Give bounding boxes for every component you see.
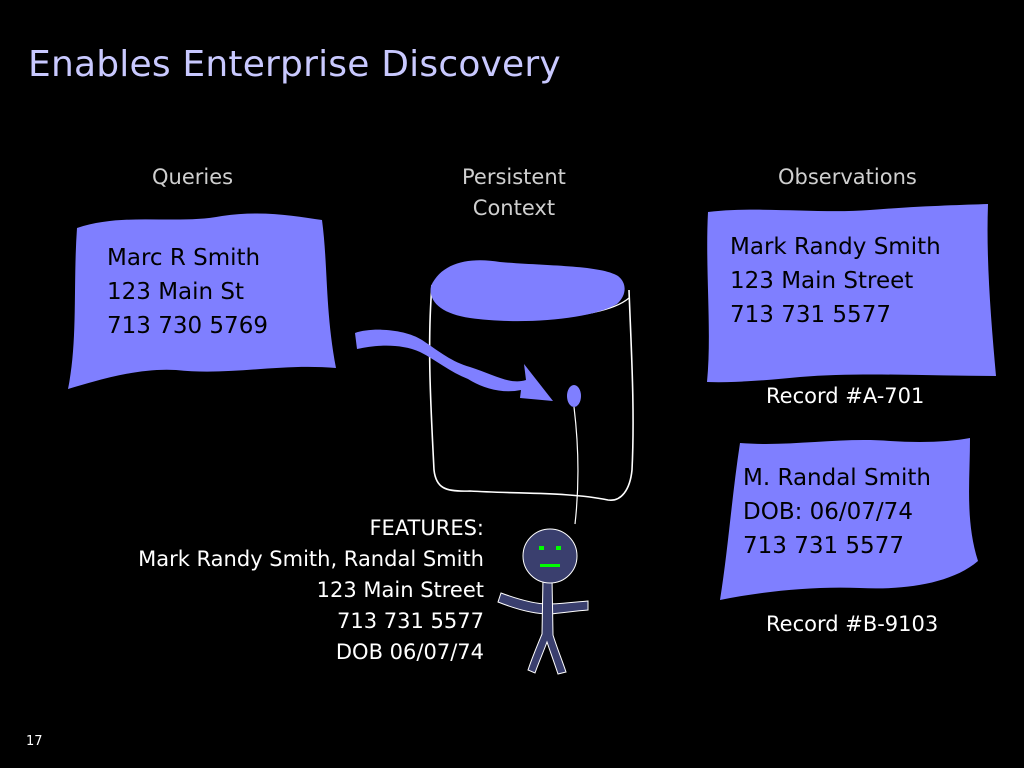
- figure-right-eye: [556, 546, 561, 550]
- observation-b-card-shape: [720, 438, 978, 600]
- query-card-text: Marc R Smith 123 Main St 713 730 5769: [107, 245, 268, 339]
- column-heading-queries: Queries: [152, 165, 234, 189]
- column-heading-observations: Observations: [778, 165, 917, 189]
- observation-a-card-shape: [707, 204, 996, 383]
- figure-left-eye: [539, 546, 544, 550]
- query-card-shape: [68, 213, 336, 389]
- observation-a-record-label: Record #A-701: [766, 384, 925, 408]
- context-cylinder-lid: [430, 260, 625, 322]
- observation-b-record-label: Record #B-9103: [766, 612, 939, 636]
- figure-head: [522, 528, 578, 584]
- features-heading: FEATURES:: [369, 516, 484, 540]
- figure-body-legs: [527, 577, 567, 675]
- feature-node: [567, 385, 581, 407]
- analyst-stick-figure: [497, 528, 589, 675]
- context-cylinder-outline: [428, 284, 634, 501]
- page-number: 17: [26, 734, 43, 749]
- column-heading-persistent-context: Persistent Context: [462, 165, 566, 220]
- query-to-context-arrow: [355, 329, 553, 401]
- feature-tether-line: [573, 406, 579, 525]
- observation-a-card-text: Mark Randy Smith 123 Main Street 713 731…: [730, 234, 941, 328]
- observation-b-card-text: M. Randal Smith DOB: 06/07/74 713 731 55…: [743, 465, 931, 559]
- figure-arms: [497, 592, 589, 615]
- slide-title: Enables Enterprise Discovery: [28, 44, 561, 85]
- figure-mouth: [540, 564, 560, 567]
- features-list: Mark Randy Smith, Randal Smith 123 Main …: [138, 547, 484, 664]
